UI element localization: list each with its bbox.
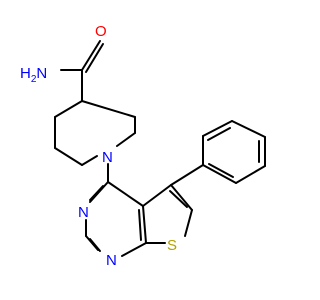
bond — [235, 165, 266, 184]
bond — [81, 155, 98, 166]
bond — [138, 209, 142, 241]
pyrimidine-nitrogen-top-text: N — [78, 204, 89, 221]
atom-labels: H2N O N N N S — [20, 23, 177, 269]
bond — [142, 205, 147, 244]
bond — [81, 40, 101, 71]
molecule-structure: H2N O N N N S — [20, 23, 266, 269]
bond — [107, 181, 144, 207]
bond — [169, 190, 188, 208]
piperidine-nitrogen-text: N — [102, 149, 113, 166]
bond — [121, 242, 147, 257]
bond — [89, 181, 109, 203]
bond — [170, 164, 204, 186]
nh2-group-text: H2N — [20, 65, 47, 85]
bond — [142, 184, 172, 207]
bond — [89, 185, 104, 201]
bond — [202, 164, 237, 184]
pyrimidine-nitrogen-bottom-text: N — [106, 252, 117, 269]
bond — [54, 147, 83, 166]
bond — [81, 100, 136, 118]
bond — [89, 238, 101, 252]
thiophene-sulfur-text: S — [167, 237, 177, 254]
bond — [202, 120, 233, 137]
bond — [207, 127, 231, 141]
molecule-diagram: H2N O N N N S — [20, 23, 266, 269]
bond — [170, 184, 193, 211]
bond — [184, 209, 193, 237]
bond — [208, 163, 234, 178]
bond-lines — [54, 40, 266, 257]
bond — [54, 100, 83, 118]
bond — [85, 43, 104, 73]
amide-nitrogen-label: H2N — [20, 65, 47, 85]
bond — [116, 132, 136, 147]
bond — [231, 120, 266, 138]
amide-oxygen-text: O — [95, 23, 107, 40]
